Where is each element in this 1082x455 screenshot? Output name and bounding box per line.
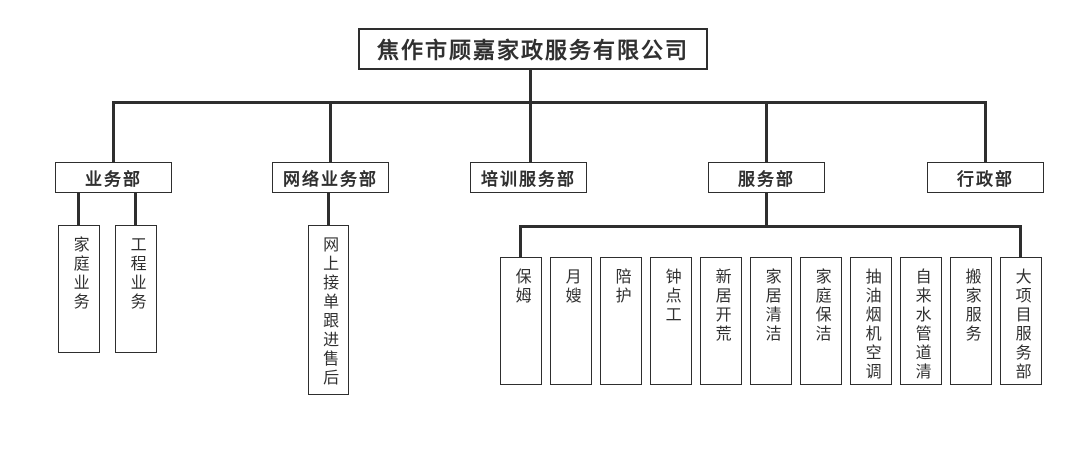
service-box-caregiver: 陪护 (600, 257, 642, 385)
unit-box-engineering-business: 工程业务 (115, 225, 157, 353)
service-label-major-project-dept: 大项目服务部 (1012, 268, 1030, 382)
service-label-maternity-matron: 月嫂 (562, 268, 580, 306)
service-label-hourly-worker: 钟点工 (662, 268, 680, 325)
unit-box-household-business: 家庭业务 (58, 225, 100, 353)
connector-line (984, 101, 987, 162)
service-box-nanny: 保姆 (500, 257, 542, 385)
unit-label-engineering-business: 工程业务 (127, 236, 145, 312)
dept-label-admin: 行政部 (957, 170, 1014, 189)
dept-label-training-service: 培训服务部 (481, 170, 576, 189)
connector-line (519, 225, 522, 257)
unit-box-online-order-followup: 网上接单跟进售后 (308, 225, 349, 395)
connector-line (1019, 225, 1022, 257)
service-label-range-hood-ac: 抽油烟机空调 (862, 268, 880, 382)
service-label-new-home-cleaning: 新居开荒 (712, 268, 730, 344)
connector-line (529, 70, 532, 162)
service-box-range-hood-ac: 抽油烟机空调 (850, 257, 892, 385)
connector-line (519, 225, 1022, 228)
service-box-major-project-dept: 大项目服务部 (1000, 257, 1042, 385)
dept-label-business: 业务部 (85, 170, 142, 189)
unit-label-household-business: 家庭业务 (70, 236, 88, 312)
connector-line (134, 193, 137, 225)
connector-line (327, 193, 330, 225)
company-name: 焦作市顾嘉家政服务有限公司 (376, 38, 689, 63)
connector-line (765, 101, 768, 162)
service-box-maternity-matron: 月嫂 (550, 257, 592, 385)
dept-box-service: 服务部 (708, 162, 825, 193)
dept-box-admin: 行政部 (927, 162, 1044, 193)
service-label-moving-service: 搬家服务 (962, 268, 980, 344)
service-box-new-home-cleaning: 新居开荒 (700, 257, 742, 385)
service-box-home-cleaning: 家居清洁 (750, 257, 792, 385)
service-box-household-cleaning: 家庭保洁 (800, 257, 842, 385)
service-label-caregiver: 陪护 (612, 268, 630, 306)
service-box-hourly-worker: 钟点工 (650, 257, 692, 385)
service-label-home-cleaning: 家居清洁 (762, 268, 780, 344)
company-root-box: 焦作市顾嘉家政服务有限公司 (358, 28, 708, 70)
dept-box-online-business: 网络业务部 (272, 162, 389, 193)
service-label-nanny: 保姆 (512, 268, 530, 306)
service-label-water-pipe-cleaning: 自来水管道清 (912, 268, 930, 382)
service-label-household-cleaning: 家庭保洁 (812, 268, 830, 344)
connector-line (77, 193, 80, 225)
connector-line (765, 193, 768, 225)
connector-line (112, 101, 987, 104)
dept-label-service: 服务部 (738, 170, 795, 189)
service-box-moving-service: 搬家服务 (950, 257, 992, 385)
dept-box-training-service: 培训服务部 (470, 162, 587, 193)
connector-line (112, 101, 115, 162)
unit-label-online-order-followup: 网上接单跟进售后 (320, 236, 338, 388)
dept-label-online-business: 网络业务部 (283, 170, 378, 189)
service-box-water-pipe-cleaning: 自来水管道清 (900, 257, 942, 385)
connector-line (329, 101, 332, 162)
dept-box-business: 业务部 (55, 162, 172, 193)
